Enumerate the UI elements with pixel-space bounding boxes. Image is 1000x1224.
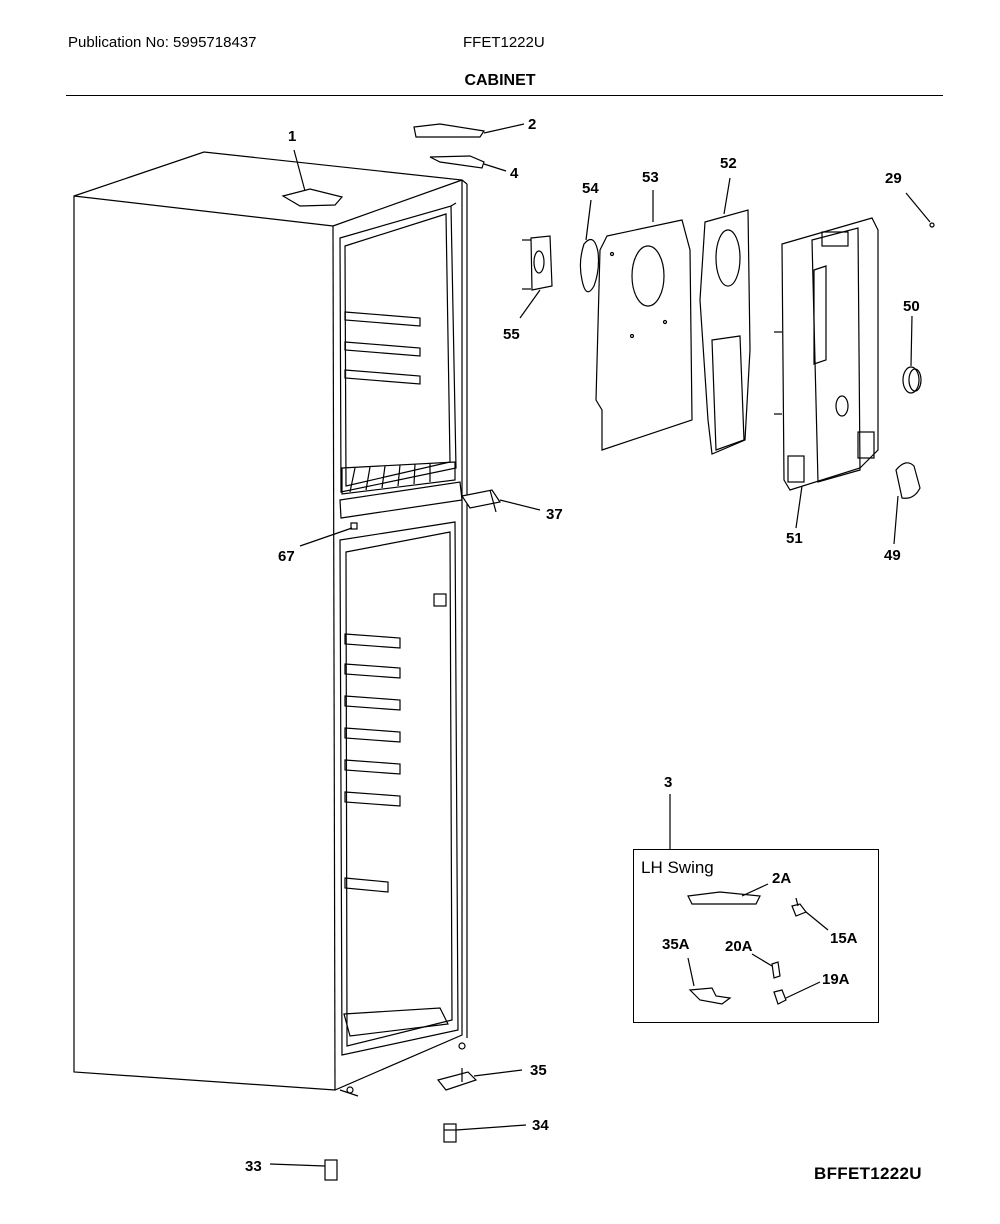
- part-50-thermostat-knob: [902, 315, 922, 394]
- part-33-roller: [269, 1159, 338, 1181]
- callout-37: 37: [546, 506, 563, 523]
- callout-67: 67: [278, 548, 295, 565]
- part-4-top-hinge: [429, 155, 507, 172]
- part-1-hinge-cover: [281, 149, 344, 207]
- cabinet-body: [73, 151, 468, 1097]
- freezer-rails: [344, 633, 401, 893]
- part-37-center-hinge: [461, 489, 541, 513]
- callout-52: 52: [720, 155, 737, 172]
- inset-lh-swing-parts: [669, 794, 829, 1005]
- callout-51: 51: [786, 530, 803, 547]
- header-rule: [66, 95, 943, 96]
- callout-2: 2: [528, 116, 537, 133]
- callout-3: 3: [664, 774, 673, 791]
- callout-29: 29: [885, 170, 902, 187]
- section-title: CABINET: [464, 72, 536, 89]
- callout-53: 53: [642, 169, 659, 186]
- part-35-bottom-hinge: [436, 1068, 523, 1091]
- callout-2a: 2A: [772, 870, 792, 887]
- part-2-hinge-cap: [413, 123, 525, 138]
- part-29-screw: [905, 192, 935, 228]
- callout-1: 1: [288, 128, 297, 145]
- part-34-leveling-leg: [443, 1123, 527, 1143]
- part-49-lamp-socket: [893, 462, 921, 545]
- callout-4: 4: [510, 165, 519, 182]
- callout-20a: 20A: [725, 938, 753, 955]
- publication-number: Publication No: 5995718437: [68, 34, 257, 51]
- upper-shelves: [344, 311, 421, 385]
- crisper-grid: [341, 461, 456, 495]
- model-number: FFET1222U: [463, 34, 545, 51]
- part-51-control-housing: [774, 217, 879, 529]
- inset-title: LH Swing: [641, 858, 714, 877]
- callout-49: 49: [884, 547, 901, 564]
- part-52-air-duct: [699, 177, 751, 455]
- callout-33: 33: [245, 1158, 262, 1175]
- drawing-id: BFFET1222U: [814, 1164, 922, 1183]
- part-54-fan-blade: [579, 199, 600, 293]
- callout-34: 34: [532, 1117, 549, 1134]
- callout-54: 54: [582, 180, 599, 197]
- callout-15a: 15A: [830, 930, 858, 947]
- callout-35: 35: [530, 1062, 547, 1079]
- callout-50: 50: [903, 298, 920, 315]
- callout-19a: 19A: [822, 971, 850, 988]
- callout-35a: 35A: [662, 936, 690, 953]
- leader-67: [299, 527, 353, 547]
- lh-swing-inset-box: [633, 849, 879, 1023]
- part-55-fan-motor: [519, 235, 553, 319]
- callout-55: 55: [503, 326, 520, 343]
- part-53-evaporator-cover: [595, 190, 693, 451]
